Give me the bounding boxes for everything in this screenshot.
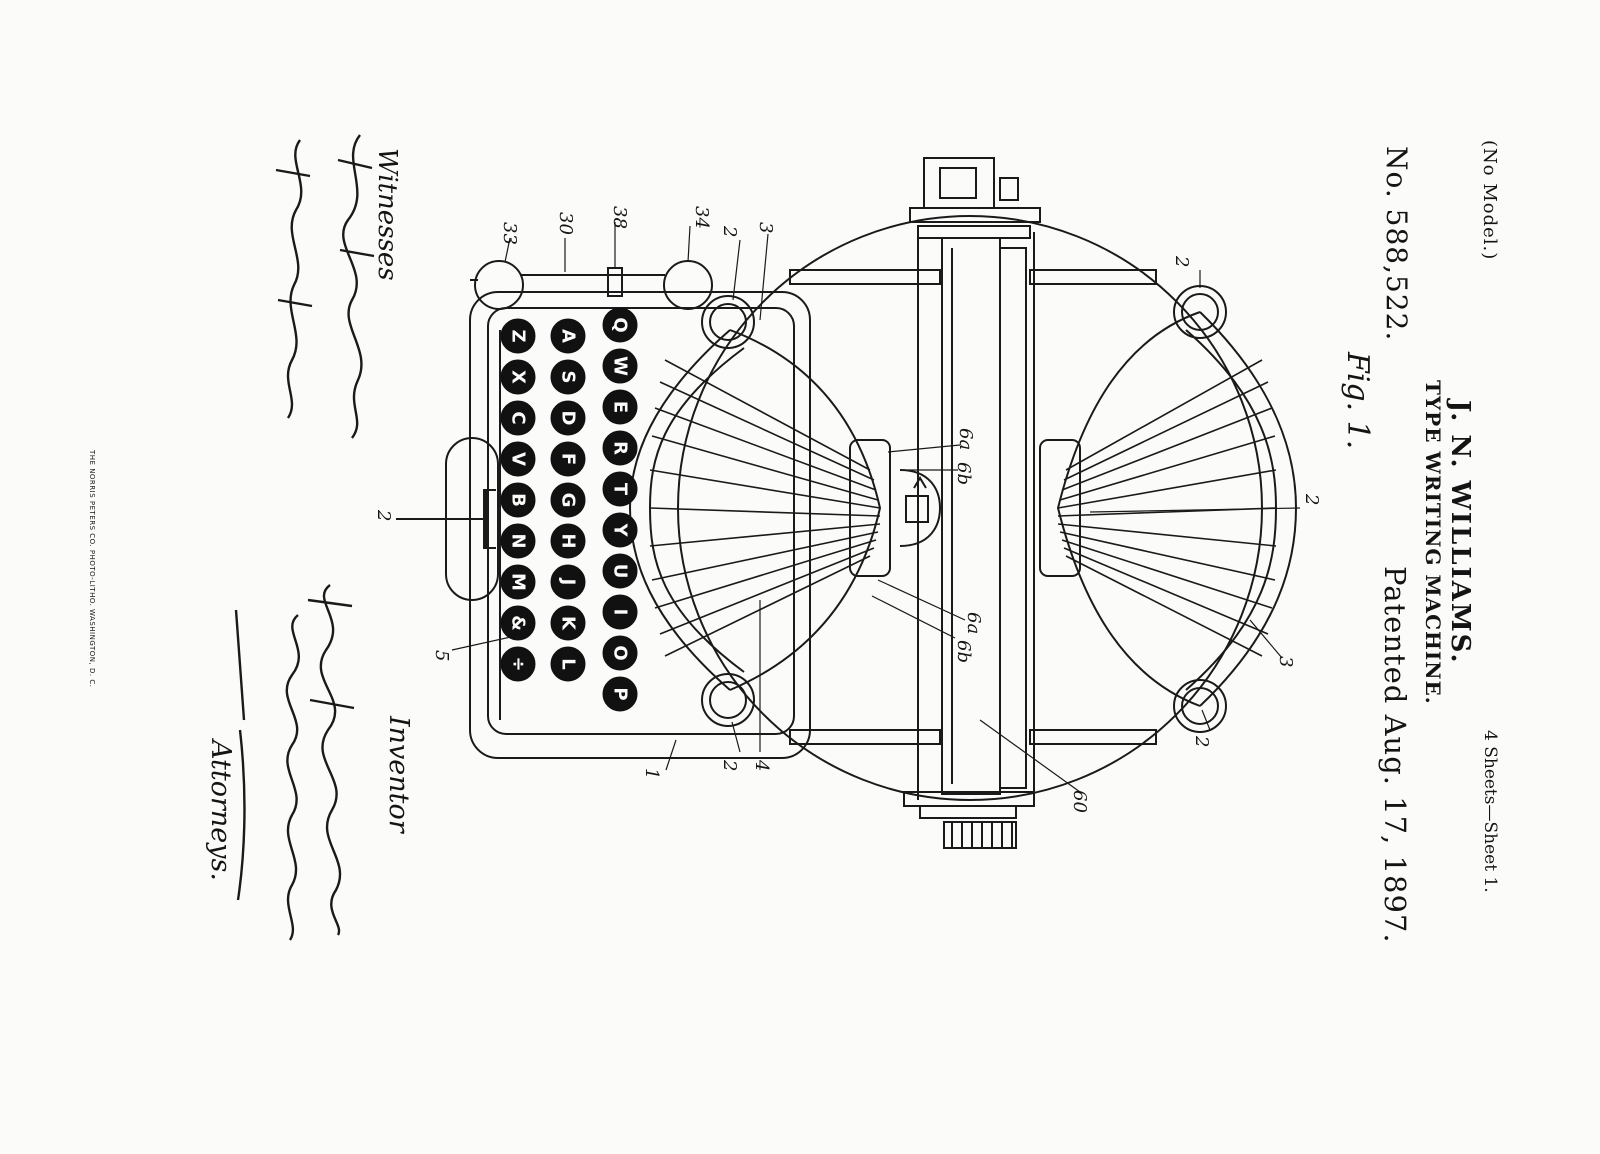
key-W: [602, 348, 638, 384]
key-label-R: R: [610, 441, 631, 455]
key-label-Q: Q: [610, 317, 631, 332]
key-label-S: S: [558, 371, 579, 384]
ref-bar-bottom-left: 2: [719, 760, 740, 772]
key-U: [602, 553, 638, 589]
key-label-Z: Z: [508, 329, 529, 342]
type-bar-segment-left: [628, 295, 891, 727]
key-M: [500, 564, 536, 600]
key-T: [602, 471, 638, 507]
key-label-M: M: [508, 573, 529, 591]
leader-lines: [451, 222, 1301, 793]
ref-6a-lower: 6a: [963, 612, 984, 635]
space-bar-bracket: [396, 437, 499, 601]
key-label-H: H: [558, 533, 579, 548]
key-label-B: B: [508, 493, 529, 507]
key-label-T: T: [610, 483, 631, 496]
key-label-L: L: [558, 658, 579, 669]
key-label-O: O: [610, 645, 631, 660]
ref-keyboard: 5: [431, 650, 452, 662]
platen-carriage: [903, 157, 1041, 849]
key-P: [602, 676, 638, 712]
ref-bar-left: 2: [373, 510, 394, 522]
ref-platen: 60: [1069, 790, 1090, 813]
key-R: [602, 430, 638, 466]
key-label-D: D: [558, 411, 579, 426]
key-B: [500, 482, 536, 518]
type-guide: [899, 469, 942, 547]
key-S: [550, 359, 586, 395]
key-label-W: W: [610, 356, 631, 376]
key-D: [550, 400, 586, 436]
key-O: [602, 635, 638, 671]
key-Y: [602, 512, 638, 548]
inventor-signature: [307, 584, 355, 936]
attorney-signature: [234, 609, 300, 941]
ref-bar-top-right: 2: [1171, 256, 1192, 268]
ref-bar-bottom-right: 2: [1191, 736, 1212, 748]
ref-frame: 1: [641, 768, 662, 780]
key-label-F: F: [558, 453, 579, 465]
top-rail: [470, 260, 713, 310]
key-label-G: G: [558, 493, 579, 508]
ref-segment-left: 3: [755, 222, 776, 234]
ref-bar-right: 2: [1301, 494, 1322, 506]
ref-segment-right: 3: [1275, 656, 1296, 668]
ref-6b-lower: 6b: [953, 640, 974, 663]
key-÷: [500, 646, 536, 682]
key-label-&: &: [508, 615, 529, 631]
key-label-N: N: [508, 533, 529, 548]
key-label-J: J: [558, 577, 579, 586]
key-label-U: U: [610, 564, 631, 579]
key-K: [550, 605, 586, 641]
key-label-P: P: [610, 687, 631, 700]
key-label-E: E: [610, 401, 631, 413]
ref-6a-upper: 6a: [955, 428, 976, 451]
witness-signatures: [275, 134, 375, 439]
key-label-X: X: [508, 370, 529, 384]
key-Z: [500, 318, 536, 354]
carriage-rails: [789, 269, 1157, 745]
key-label-A: A: [558, 329, 579, 343]
key-X: [500, 359, 536, 395]
key-V: [500, 441, 536, 477]
ref-33: 33: [499, 222, 520, 245]
key-label-V: V: [508, 452, 529, 466]
ref-center: 4: [751, 760, 772, 772]
key-label-C: C: [508, 411, 529, 424]
key-label-K: K: [558, 616, 579, 631]
key-E: [602, 389, 638, 425]
ref-guide: 30: [555, 212, 576, 235]
key-F: [550, 441, 586, 477]
key-H: [550, 523, 586, 559]
key-A: [550, 318, 586, 354]
key-Q: [602, 307, 638, 343]
key-label-Y: Y: [610, 522, 631, 537]
key-&: [500, 605, 536, 641]
key-G: [550, 482, 586, 518]
ref-38: 38: [609, 206, 630, 229]
key-I: [602, 594, 638, 630]
key-L: [550, 646, 586, 682]
ref-34: 34: [691, 206, 712, 229]
ref-bar-top-left: 2: [719, 226, 740, 238]
key-C: [500, 400, 536, 436]
key-label-I: I: [610, 609, 631, 616]
ref-6b-upper: 6b: [953, 462, 974, 485]
key-label-÷: ÷: [508, 656, 529, 671]
keyboard-keys: Q W E R T Y U I O P A S D F G H J K L Z X C V B N M & ÷: [500, 307, 638, 712]
key-N: [500, 523, 536, 559]
key-J: [550, 564, 586, 600]
